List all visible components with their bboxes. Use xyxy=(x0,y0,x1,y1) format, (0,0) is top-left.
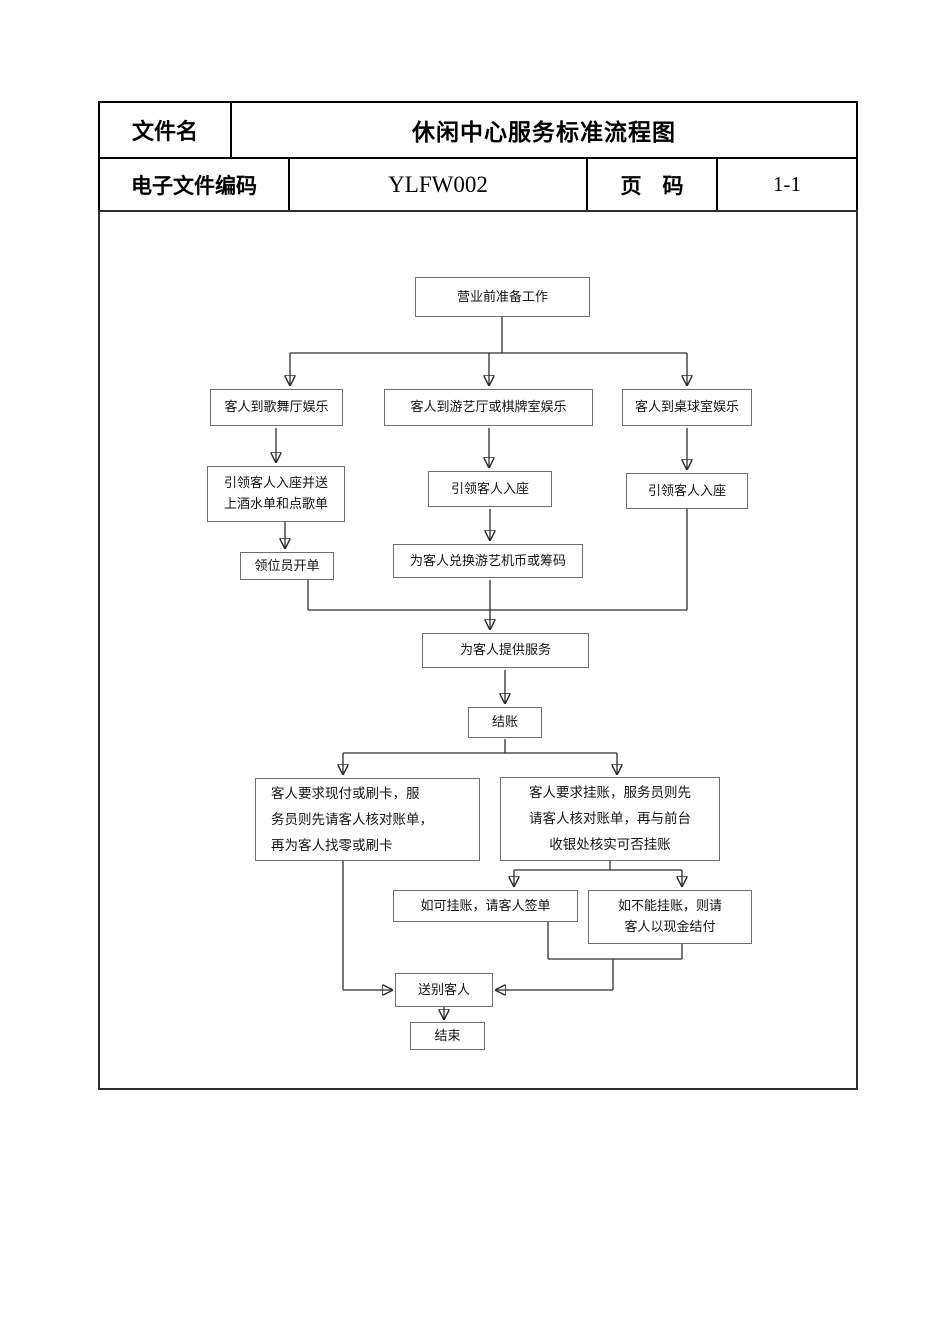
header-cell-code-value: YLFW002 xyxy=(288,157,588,212)
code-label: 电子文件编码 xyxy=(131,174,257,198)
node-serve: 为客人提供服务 xyxy=(422,633,589,668)
node-seat-menu: 引领客人入座并送 上酒水单和点歌单 xyxy=(207,466,345,522)
header-cell-title: 休闲中心服务标准流程图 xyxy=(230,101,858,159)
page-label: 页 码 xyxy=(620,174,684,198)
node-credit-refused-cash: 如不能挂账，则请 客人以现金结付 xyxy=(588,890,752,944)
node-branch-game-room: 客人到游艺厅或棋牌室娱乐 xyxy=(384,389,593,426)
file-label: 文件名 xyxy=(131,119,198,144)
header-cell-code-label: 电子文件编码 xyxy=(98,157,290,212)
node-pay-on-credit: 客人要求挂账，服务员则先 请客人核对账单，再与前台 收银处核实可否挂账 xyxy=(500,777,720,861)
node-usher-order: 领位员开单 xyxy=(240,552,334,580)
node-farewell: 送别客人 xyxy=(395,973,493,1007)
code-value: YLFW002 xyxy=(388,171,488,197)
node-seat-billiards: 引领客人入座 xyxy=(626,473,748,509)
node-exchange-tokens: 为客人兑换游艺机币或筹码 xyxy=(393,544,583,578)
header-cell-file-label: 文件名 xyxy=(98,101,232,159)
node-branch-billiards: 客人到桌球室娱乐 xyxy=(622,389,752,426)
node-credit-sign: 如可挂账，请客人签单 xyxy=(393,890,578,922)
header-cell-page-value: 1-1 xyxy=(716,157,858,212)
node-seat-game: 引领客人入座 xyxy=(428,471,552,507)
node-bill: 结账 xyxy=(468,707,542,738)
node-prep: 营业前准备工作 xyxy=(415,277,590,317)
header-cell-page-label: 页 码 xyxy=(586,157,718,212)
node-pay-cash-card: 客人要求现付或刷卡，服 务员则先请客人核对账单， 再为客人找零或刷卡 xyxy=(255,778,480,861)
page-value: 1-1 xyxy=(773,172,801,196)
document-title: 休闲中心服务标准流程图 xyxy=(412,119,676,145)
node-branch-dance-hall: 客人到歌舞厅娱乐 xyxy=(210,389,343,426)
node-end: 结束 xyxy=(410,1022,485,1050)
